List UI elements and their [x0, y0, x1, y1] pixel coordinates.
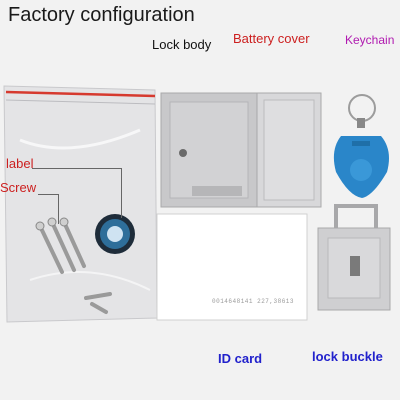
lock-buckle	[317, 204, 391, 311]
label-leader-line-vertical	[121, 168, 122, 218]
screw-leader-line	[38, 194, 58, 195]
battery-cover-label: Battery cover	[233, 31, 310, 46]
id-card-label: ID card	[218, 351, 263, 366]
screw-leader-line-vertical	[58, 194, 59, 224]
plastic-bag	[3, 85, 158, 323]
page-title: Factory configuration	[8, 4, 195, 26]
id-card	[156, 213, 308, 321]
label-sticker	[95, 214, 135, 254]
label-leader-line	[32, 168, 122, 169]
lock-body-label: Lock body	[152, 37, 212, 52]
lock-body	[160, 92, 258, 208]
keychain-label: Keychain	[345, 33, 395, 47]
lock-buckle-label: lock buckle	[312, 349, 383, 364]
battery-cover	[256, 92, 322, 208]
keychain	[333, 94, 389, 198]
screws	[38, 220, 112, 314]
screw-label: Screw	[0, 180, 37, 195]
card-print-number: 0014648141 227,38613	[212, 298, 295, 305]
label-label: label	[6, 156, 34, 171]
